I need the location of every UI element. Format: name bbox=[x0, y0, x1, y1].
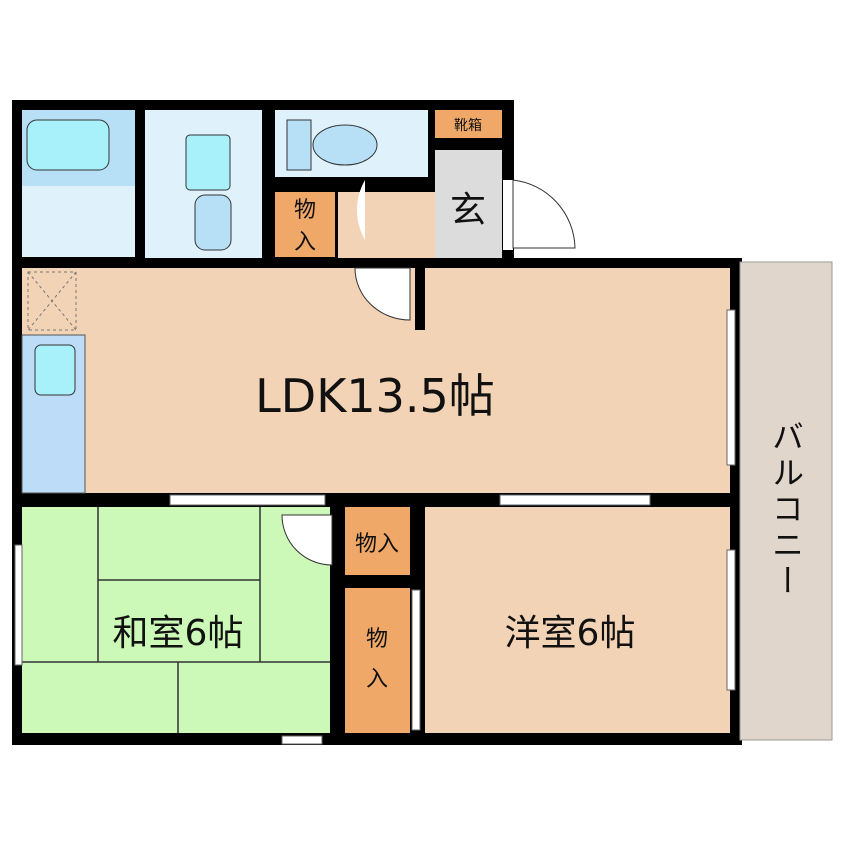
balcony-label: バルコニー bbox=[766, 420, 806, 600]
balcony-char: コ bbox=[767, 492, 805, 528]
sliding-door-washitsu[interactable] bbox=[169, 494, 326, 506]
storage-lower-label-1: 物 bbox=[366, 627, 388, 652]
door-ldk[interactable] bbox=[354, 267, 411, 321]
ldk-partition-wall bbox=[415, 262, 425, 330]
entrance-door[interactable] bbox=[512, 179, 576, 249]
genkan-label: 玄 bbox=[450, 190, 486, 231]
balcony bbox=[739, 261, 833, 741]
balcony-char: ー bbox=[767, 564, 805, 600]
kitchen-sink-icon bbox=[34, 344, 76, 396]
storage-sliding-door[interactable] bbox=[411, 589, 421, 731]
storage-upper-label: 物入 bbox=[355, 532, 399, 557]
tatami-lines bbox=[22, 507, 330, 733]
window-youshitsu bbox=[726, 549, 736, 691]
kitchen-ventilation-cross bbox=[27, 271, 77, 331]
storage-hall-label-1: 物 bbox=[294, 198, 316, 223]
entrance-door-opening bbox=[503, 180, 513, 250]
shoe-box bbox=[435, 110, 502, 138]
toilet-tank-icon bbox=[286, 119, 312, 171]
genkan bbox=[435, 150, 502, 258]
washitsu-label: 和室6帖 bbox=[113, 613, 244, 654]
storage-lower bbox=[345, 588, 410, 733]
shoe-box-label: 靴箱 bbox=[454, 118, 482, 134]
storage-hall-label-2: 入 bbox=[294, 230, 316, 255]
window-washitsu-side bbox=[14, 544, 23, 666]
balcony-char: バ bbox=[767, 420, 805, 456]
bathtub-icon bbox=[26, 119, 110, 171]
washbasin-icon bbox=[194, 194, 232, 251]
hallway bbox=[338, 192, 435, 258]
storage-hall bbox=[275, 192, 335, 257]
window-washitsu bbox=[281, 735, 323, 745]
kitchen-ventilation-icon bbox=[27, 271, 77, 331]
balcony-char: ニ bbox=[767, 528, 805, 564]
toilet-bowl-icon bbox=[312, 124, 378, 166]
washing-machine-icon bbox=[185, 134, 231, 191]
door-toilet[interactable] bbox=[356, 180, 365, 240]
ldk-label: LDK13.5帖 bbox=[255, 369, 495, 423]
storage-lower-label-2: 入 bbox=[366, 667, 388, 692]
washitsu-room bbox=[22, 507, 330, 733]
sliding-door-youshitsu[interactable] bbox=[499, 494, 651, 506]
balcony-char: ル bbox=[767, 456, 805, 492]
door-storage[interactable] bbox=[281, 514, 333, 566]
youshitsu-label: 洋室6帖 bbox=[505, 613, 636, 654]
youshitsu-room bbox=[425, 507, 730, 733]
storage-upper bbox=[345, 507, 410, 575]
window-ldk bbox=[726, 309, 736, 466]
